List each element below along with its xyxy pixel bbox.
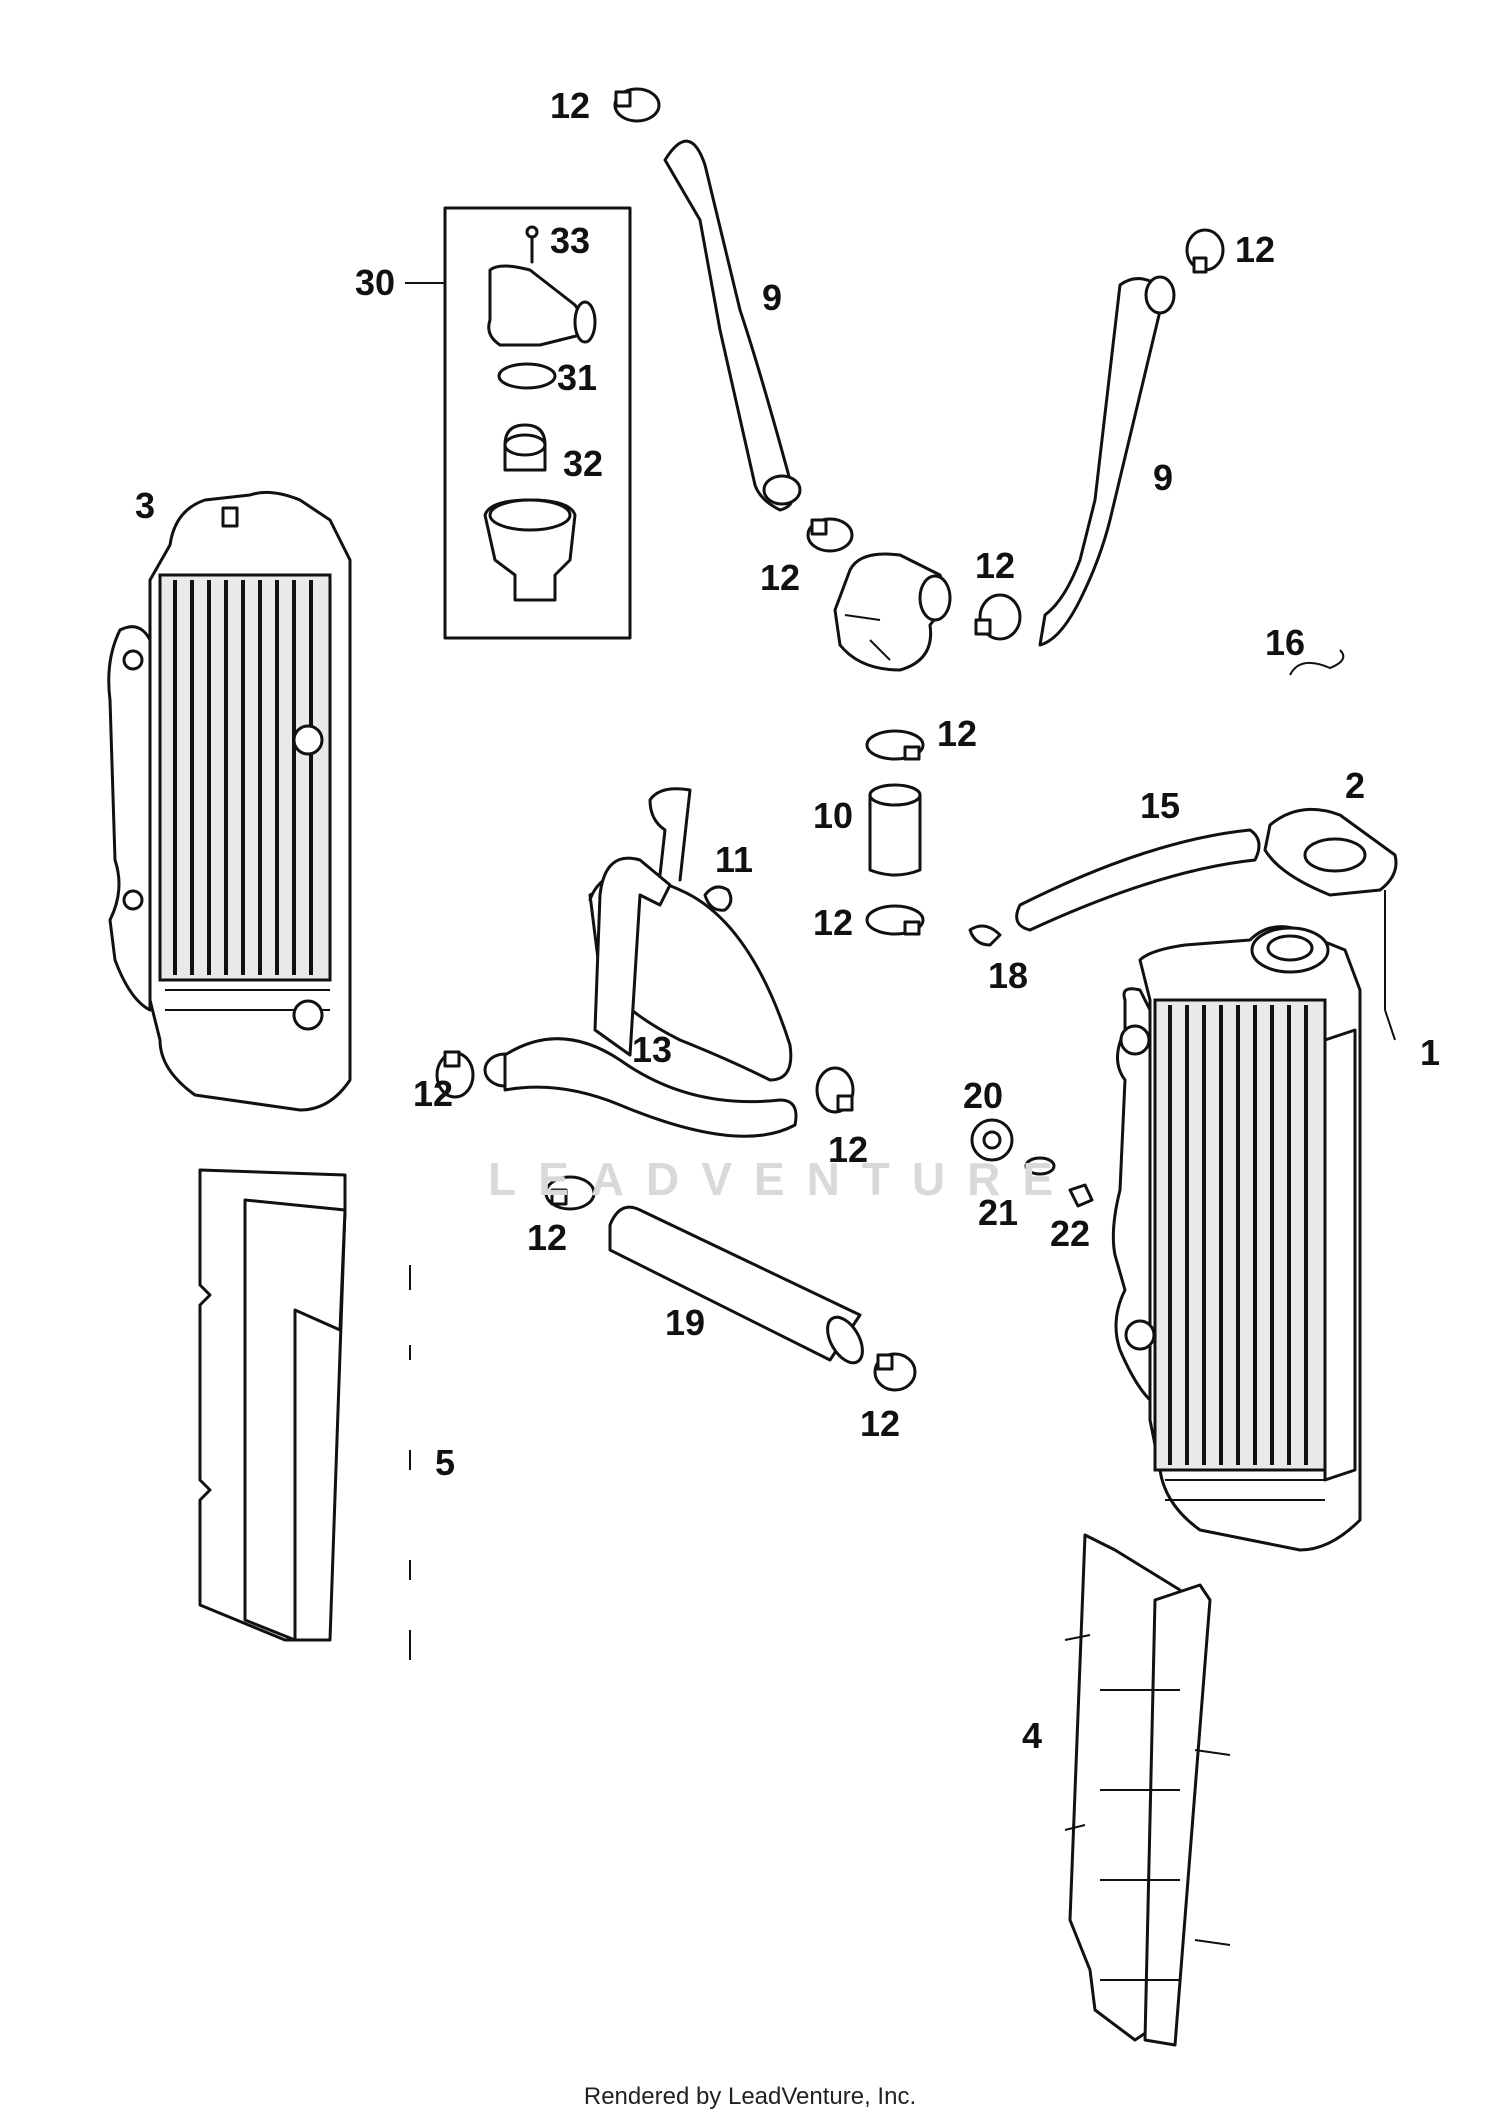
- clamp-1: [613, 87, 661, 123]
- clamp-10: [873, 1352, 917, 1392]
- clamp-3: [806, 517, 854, 553]
- callout-15: 15: [1140, 785, 1181, 826]
- hose-15: [1015, 828, 1261, 932]
- thermostat-assembly-box: [405, 206, 632, 640]
- callout-13: 13: [632, 1029, 673, 1070]
- clamp-2: [1185, 228, 1225, 274]
- callout-12: 12: [413, 1073, 454, 1114]
- hose-10: [868, 783, 922, 877]
- hose-9-left: [663, 139, 802, 512]
- clamp-8: [815, 1066, 855, 1114]
- callout-3: 3: [135, 485, 156, 526]
- hose-13: [483, 787, 798, 1138]
- callout-12: 12: [527, 1217, 568, 1258]
- callout-10: 10: [813, 795, 854, 836]
- right-shroud: [1064, 1533, 1231, 2047]
- callout-20: 20: [963, 1075, 1004, 1116]
- callout-19: 19: [665, 1302, 706, 1343]
- clamp-5: [865, 729, 925, 761]
- clamp-9: [544, 1175, 596, 1211]
- callout-18: 18: [988, 955, 1029, 996]
- clamp-7: [435, 1050, 475, 1099]
- callout-12: 12: [760, 557, 801, 598]
- callout-11: 11: [715, 839, 754, 880]
- hose-19: [608, 1205, 864, 1365]
- callout-1: 1: [1420, 1032, 1441, 1073]
- watermark: LEADVENTURE: [488, 1153, 1076, 1205]
- callout-12: 12: [860, 1403, 901, 1444]
- clamp-6: [865, 904, 925, 936]
- callout-31: 31: [557, 357, 598, 398]
- callout-12: 12: [1235, 229, 1276, 270]
- hose-9-right: [1038, 275, 1176, 647]
- callout-9-left: 9: [762, 277, 783, 318]
- right-radiator: [1111, 925, 1362, 1552]
- callout-32: 32: [563, 443, 604, 484]
- small-parts: [703, 649, 1345, 1208]
- callout-12: 12: [550, 85, 591, 126]
- callout-2: 2: [1345, 765, 1366, 806]
- hose-clamps: [435, 87, 1225, 1392]
- clamp-4: [974, 593, 1022, 641]
- callout-30: 30: [355, 262, 396, 303]
- radiator-cap: [1263, 807, 1398, 1041]
- callout-16: 16: [1265, 622, 1306, 663]
- callout-21: 21: [978, 1192, 1019, 1233]
- callout-12: 12: [828, 1129, 869, 1170]
- callout-33: 33: [550, 220, 591, 261]
- left-shroud: [198, 1168, 411, 1660]
- callout-12: 12: [813, 902, 854, 943]
- water-pump-housing: [833, 552, 952, 672]
- callout-12: 12: [975, 545, 1016, 586]
- callout-4: 4: [1022, 1715, 1043, 1756]
- callout-12: 12: [937, 713, 978, 754]
- left-radiator: [107, 490, 352, 1112]
- footer-credit: Rendered by LeadVenture, Inc.: [583, 2083, 917, 2110]
- callout-5: 5: [435, 1442, 456, 1483]
- callout-9-right: 9: [1153, 457, 1174, 498]
- callout-22: 22: [1050, 1213, 1091, 1254]
